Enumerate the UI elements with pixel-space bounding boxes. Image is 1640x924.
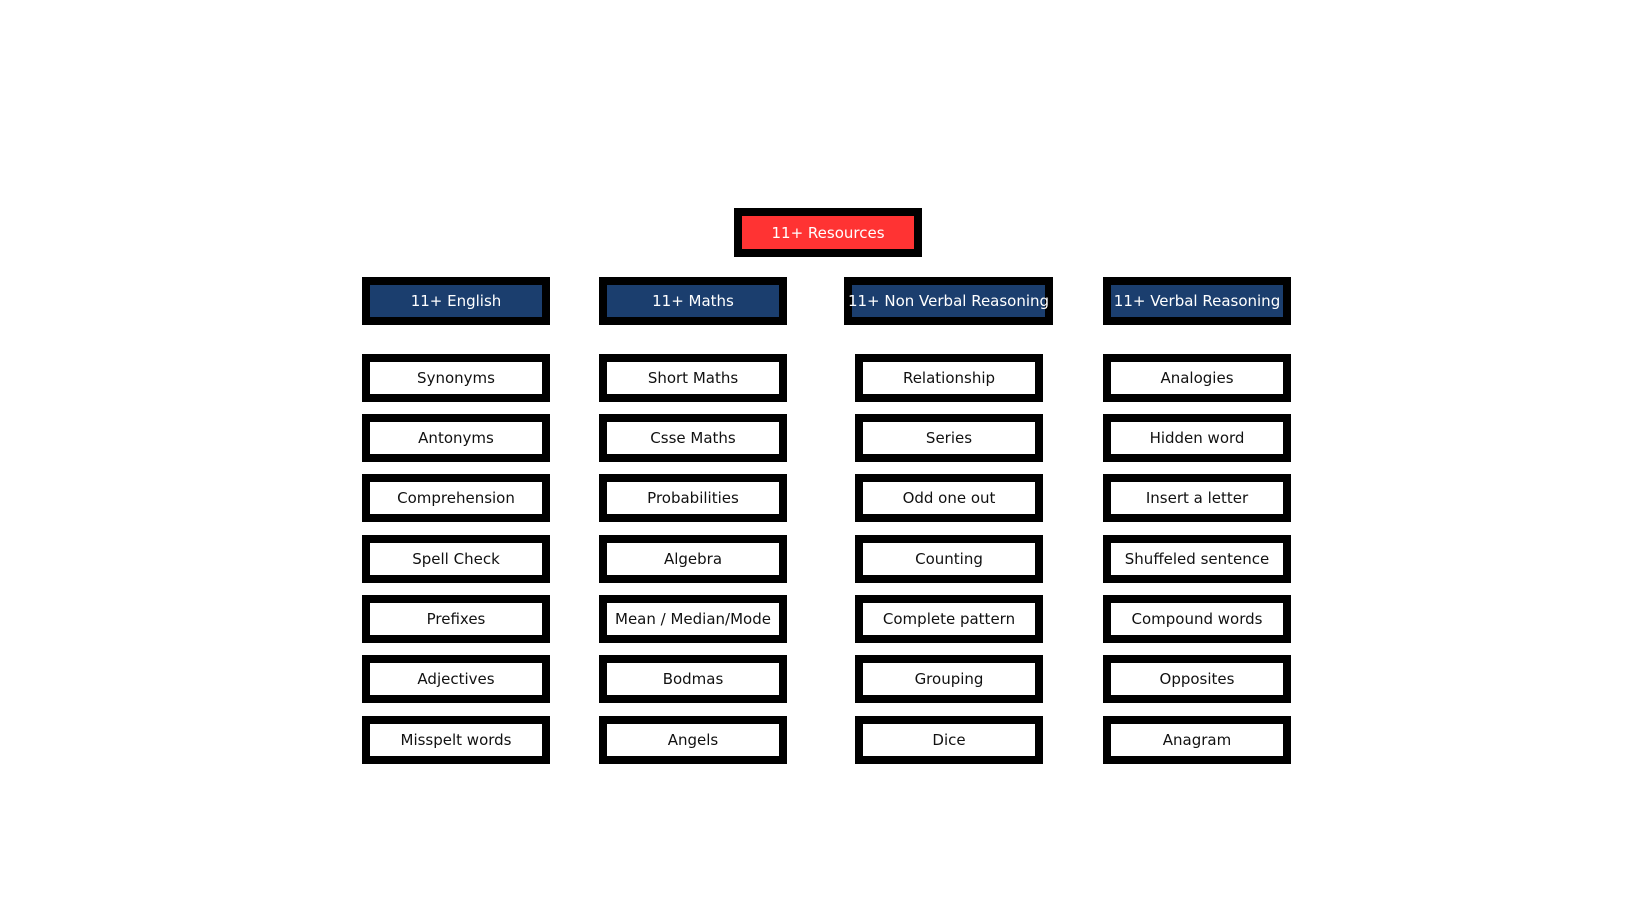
- header-verbal-reasoning-label: 11+ Verbal Reasoning: [1111, 285, 1283, 317]
- topic-anagram[interactable]: Anagram: [1103, 716, 1291, 764]
- topic-synonyms[interactable]: Synonyms: [362, 354, 550, 402]
- topic-comprehension[interactable]: Comprehension: [362, 474, 550, 522]
- topic-label: Odd one out: [863, 482, 1035, 514]
- topic-adjectives[interactable]: Adjectives: [362, 655, 550, 703]
- topic-spell-check[interactable]: Spell Check: [362, 535, 550, 583]
- topic-label: Probabilities: [607, 482, 779, 514]
- topic-analogies[interactable]: Analogies: [1103, 354, 1291, 402]
- header-non-verbal-reasoning[interactable]: 11+ Non Verbal Reasoning: [844, 277, 1053, 325]
- topic-label: Comprehension: [370, 482, 542, 514]
- topic-compound-words[interactable]: Compound words: [1103, 595, 1291, 643]
- topic-misspelt-words[interactable]: Misspelt words: [362, 716, 550, 764]
- header-verbal-reasoning[interactable]: 11+ Verbal Reasoning: [1103, 277, 1291, 325]
- root-node-label: 11+ Resources: [742, 216, 914, 249]
- topic-label: Algebra: [607, 543, 779, 575]
- topic-label: Spell Check: [370, 543, 542, 575]
- topic-label: Synonyms: [370, 362, 542, 394]
- topic-dice[interactable]: Dice: [855, 716, 1043, 764]
- topic-probabilities[interactable]: Probabilities: [599, 474, 787, 522]
- topic-odd-one-out[interactable]: Odd one out: [855, 474, 1043, 522]
- topic-label: Short Maths: [607, 362, 779, 394]
- topic-label: Series: [863, 422, 1035, 454]
- topic-series[interactable]: Series: [855, 414, 1043, 462]
- topic-label: Bodmas: [607, 663, 779, 695]
- topic-label: Angels: [607, 724, 779, 756]
- topic-label: Counting: [863, 543, 1035, 575]
- root-node-resources[interactable]: 11+ Resources: [734, 208, 922, 257]
- header-maths-label: 11+ Maths: [607, 285, 779, 317]
- topic-relationship[interactable]: Relationship: [855, 354, 1043, 402]
- topic-counting[interactable]: Counting: [855, 535, 1043, 583]
- topic-prefixes[interactable]: Prefixes: [362, 595, 550, 643]
- topic-label: Adjectives: [370, 663, 542, 695]
- topic-complete-pattern[interactable]: Complete pattern: [855, 595, 1043, 643]
- topic-grouping[interactable]: Grouping: [855, 655, 1043, 703]
- topic-label: Antonyms: [370, 422, 542, 454]
- topic-label: Shuffeled sentence: [1111, 543, 1283, 575]
- header-english-label: 11+ English: [370, 285, 542, 317]
- topic-insert-a-letter[interactable]: Insert a letter: [1103, 474, 1291, 522]
- topic-antonyms[interactable]: Antonyms: [362, 414, 550, 462]
- topic-label: Prefixes: [370, 603, 542, 635]
- topic-short-maths[interactable]: Short Maths: [599, 354, 787, 402]
- topic-label: Dice: [863, 724, 1035, 756]
- topic-label: Grouping: [863, 663, 1035, 695]
- topic-label: Anagram: [1111, 724, 1283, 756]
- topic-hidden-word[interactable]: Hidden word: [1103, 414, 1291, 462]
- topic-label: Misspelt words: [370, 724, 542, 756]
- topic-label: Complete pattern: [863, 603, 1035, 635]
- topic-mean-median-mode[interactable]: Mean / Median/Mode: [599, 595, 787, 643]
- topic-label: Compound words: [1111, 603, 1283, 635]
- topic-label: Mean / Median/Mode: [607, 603, 779, 635]
- topic-label: Csse Maths: [607, 422, 779, 454]
- topic-opposites[interactable]: Opposites: [1103, 655, 1291, 703]
- header-non-verbal-reasoning-label: 11+ Non Verbal Reasoning: [848, 285, 1049, 317]
- topic-shuffeled-sentence[interactable]: Shuffeled sentence: [1103, 535, 1291, 583]
- topic-label: Opposites: [1111, 663, 1283, 695]
- header-english[interactable]: 11+ English: [362, 277, 550, 325]
- topic-label: Hidden word: [1111, 422, 1283, 454]
- topic-bodmas[interactable]: Bodmas: [599, 655, 787, 703]
- topic-angels[interactable]: Angels: [599, 716, 787, 764]
- topic-label: Relationship: [863, 362, 1035, 394]
- topic-label: Insert a letter: [1111, 482, 1283, 514]
- header-maths[interactable]: 11+ Maths: [599, 277, 787, 325]
- topic-label: Analogies: [1111, 362, 1283, 394]
- topic-csse-maths[interactable]: Csse Maths: [599, 414, 787, 462]
- topic-algebra[interactable]: Algebra: [599, 535, 787, 583]
